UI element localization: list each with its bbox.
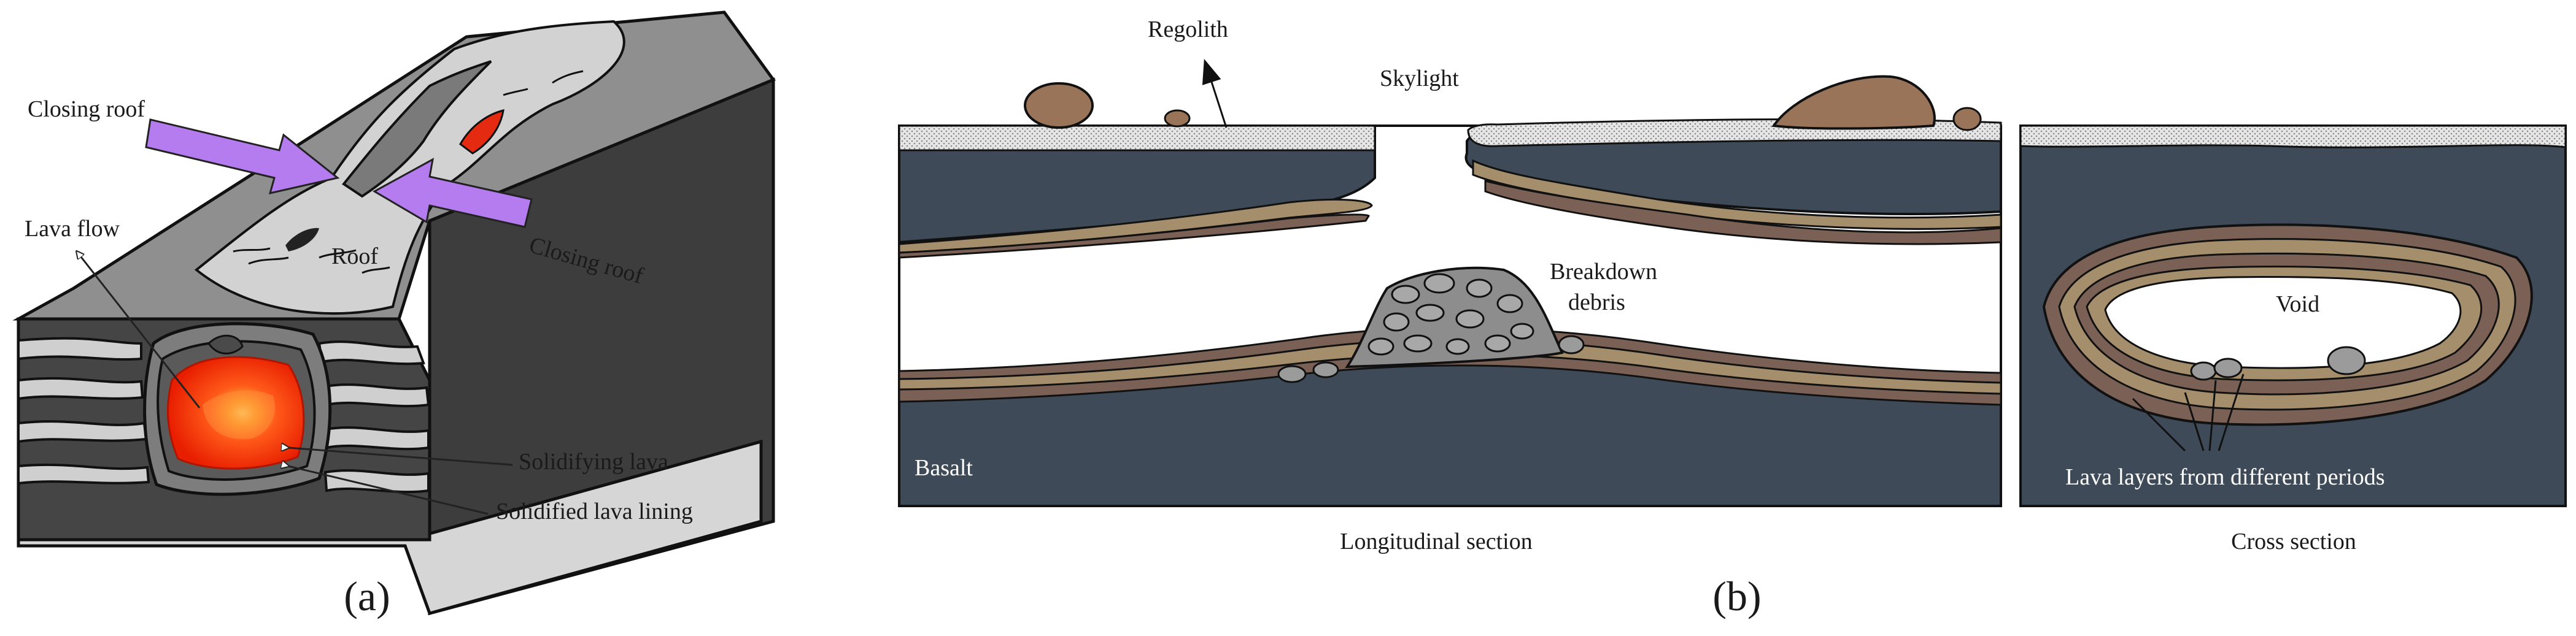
roof-cracks [233,70,584,274]
roof-hole [285,228,319,251]
debris-rock-loose-left2 [1312,361,1339,378]
cross-rock-2 [2213,358,2243,378]
pointer-solidifying-lava [288,448,513,466]
label-lava-flow: Lava flow [25,216,120,242]
label-skylight: Skylight [1380,66,1459,91]
label-regolith: Regolith [1148,17,1228,42]
debris-rock-loose-left [1277,365,1307,383]
closing-roof-arrow-left [145,118,340,195]
cross-rock-3 [2327,346,2366,375]
pointer-lava-flow [77,251,201,408]
boulder-large-left [1024,82,1094,129]
label-lava-layers: Lava layers from different periods [2065,464,2385,490]
boulder-large-right [1771,75,1936,130]
caption-panel-b: (b) [1712,573,1761,619]
debris-rock-loose-right [1558,335,1585,354]
panel-b-cross-section: Void Lava layers from different periods … [2019,125,2567,554]
roof-skylight-lava [459,109,505,155]
closing-roof-arrow-right [372,158,533,228]
label-roof: Roof [331,243,378,269]
boulder-small-left [1164,109,1191,128]
caption-panel-a: (a) [344,573,390,619]
boulder-small-right [1952,107,1982,131]
label-breakdown-line2: debris [1568,289,1625,315]
roof-left-layer-dark [898,213,1370,259]
label-breakdown-line1: Breakdown [1550,259,1657,285]
panel-b-longitudinal-section: Regolith Skylight Breakdown debris Basal… [898,17,2002,554]
pointer-solidified-lining [288,466,489,515]
label-basalt: Basalt [915,455,973,481]
label-closing-roof-left: Closing roof [28,96,145,122]
regolith-pointer [1202,58,1228,128]
caption-longitudinal-section: Longitudinal section [1340,529,1532,554]
front-strata [17,337,430,494]
cross-regolith [2019,125,2567,148]
roof-right-layer-dark [1484,180,2002,245]
label-solidified-lining: Solidified lava lining [496,499,693,524]
panel-a-block-diagram: Closing roof Closing roof Roof Lava flow… [12,10,776,619]
label-void: Void [2276,291,2319,317]
label-solidifying-lava: Solidifying lava [519,449,668,475]
caption-cross-section: Cross section [2231,529,2356,554]
lava-flow-highlight [203,390,276,439]
lava-layers-pointers [2132,374,2245,452]
cross-void [2104,275,2462,369]
debris-rocks [1367,273,1534,356]
cross-rock-1 [2190,361,2217,381]
tube-crust-chunk [207,334,244,354]
roof-crack [342,60,492,198]
regolith-left [898,125,1376,151]
